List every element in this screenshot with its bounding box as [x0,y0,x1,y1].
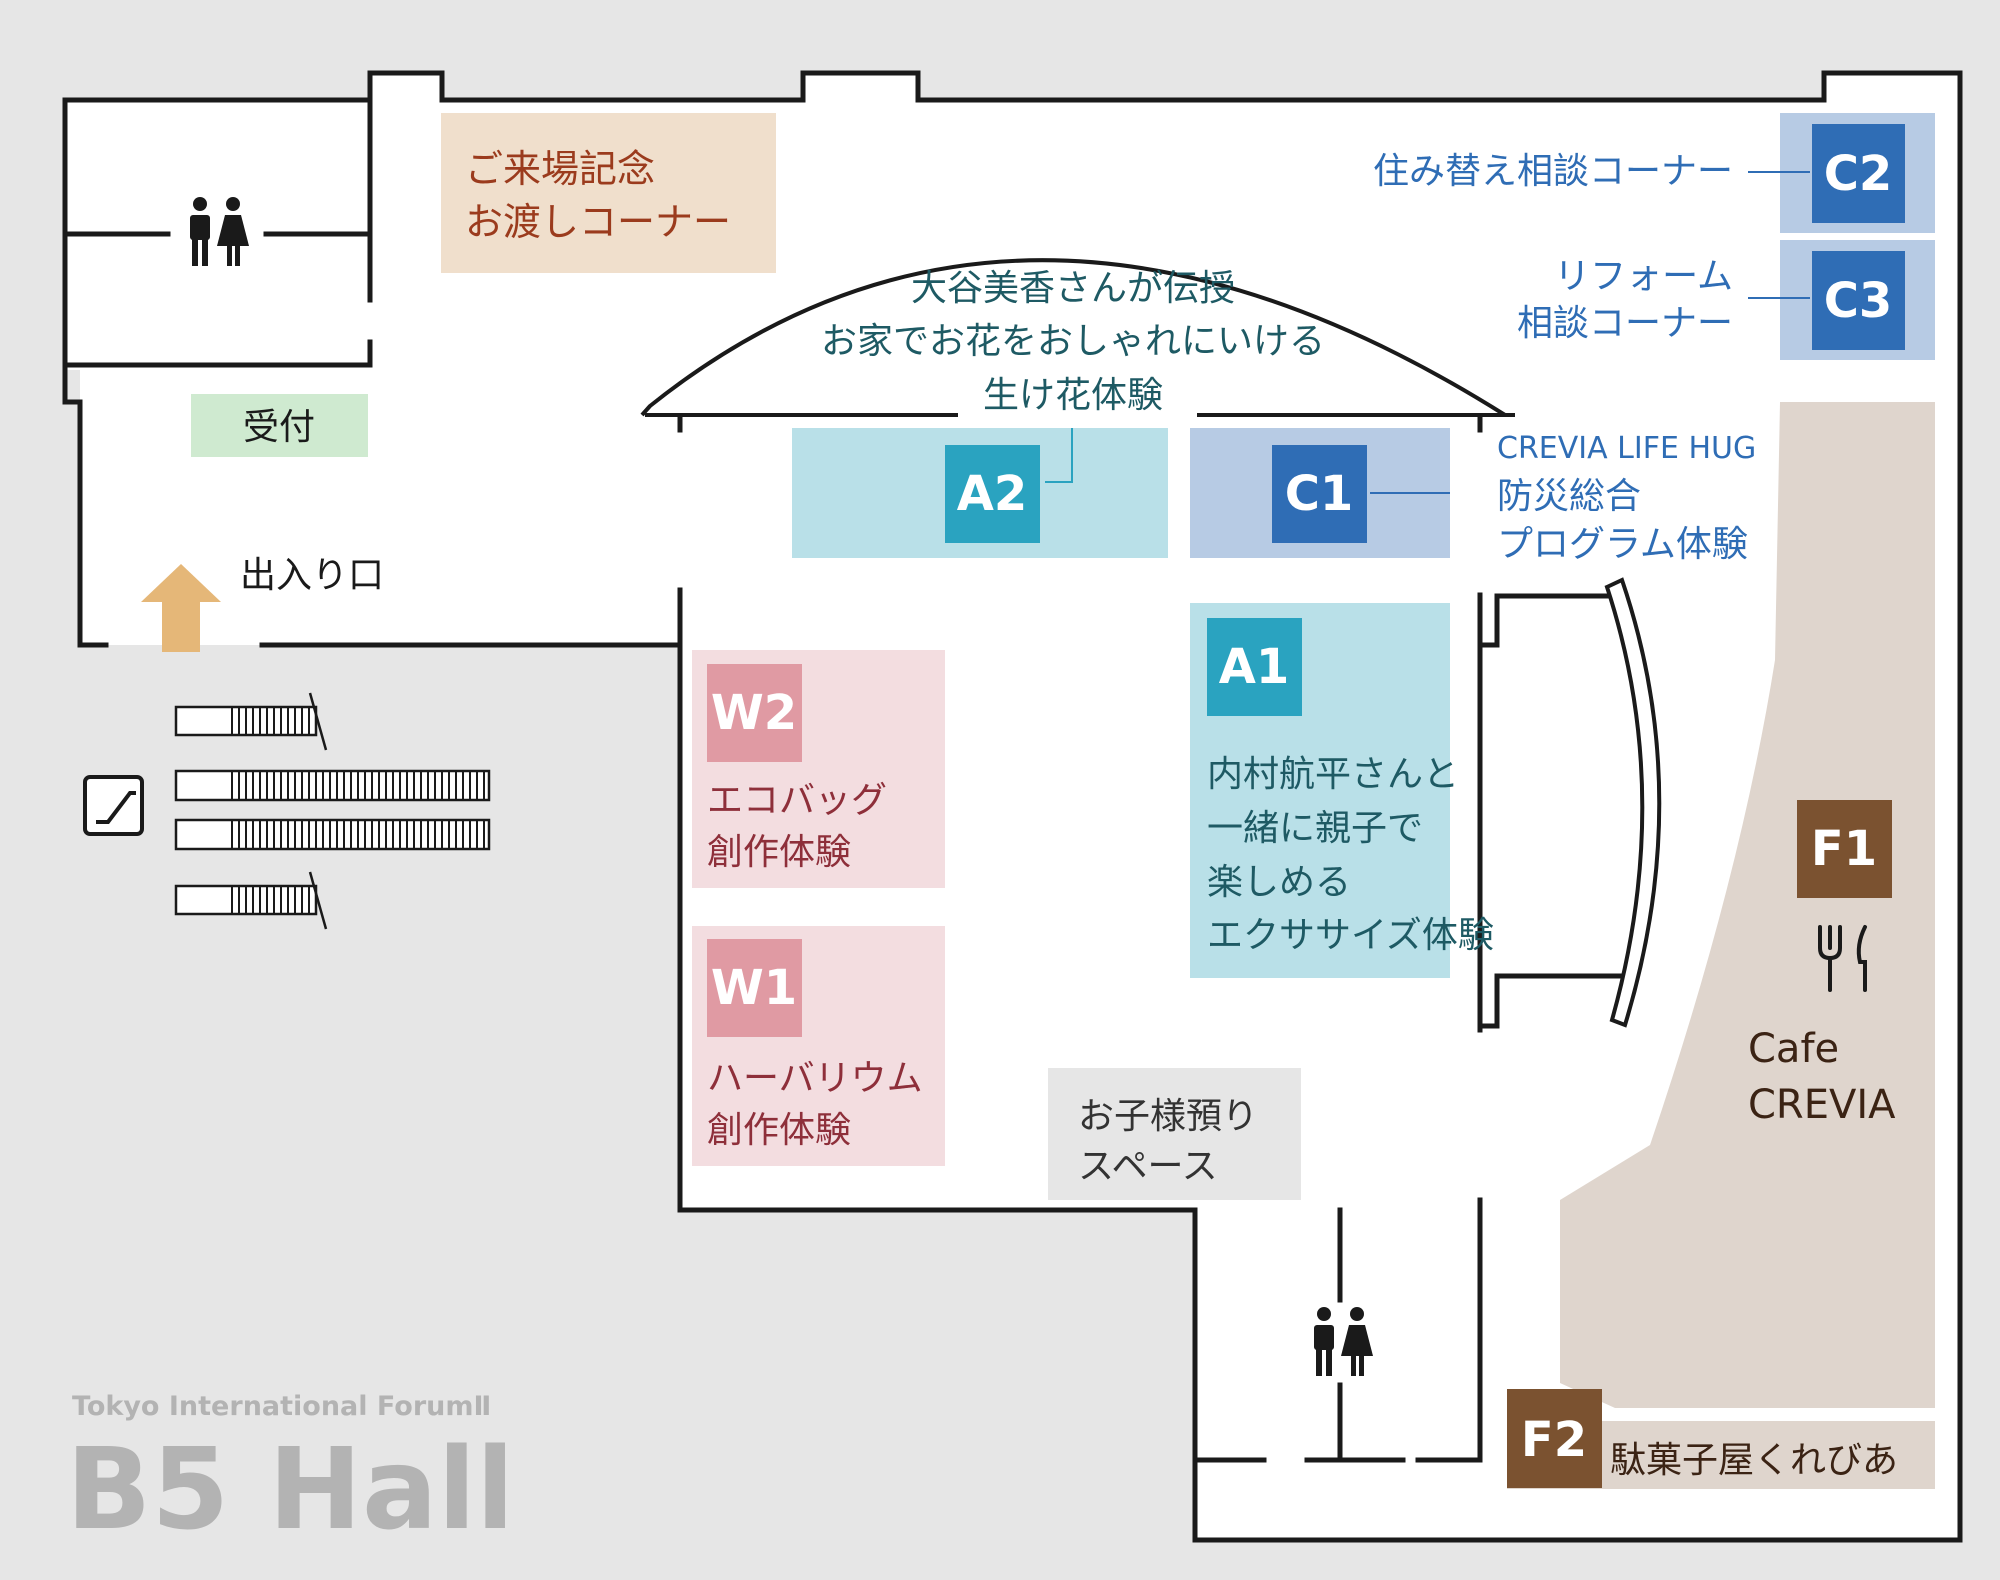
a2-label-1: 大谷美香さんが伝授 [911,268,1235,309]
souvenir-zone [441,113,776,273]
badge-c1 [1272,445,1367,543]
f1-label-1: Cafe [1748,1026,1839,1072]
zone-kids[interactable] [1048,1068,1301,1200]
floor-area [65,73,1960,1540]
w2-label-1: エコバッグ [707,780,887,821]
badge-f2 [1507,1389,1602,1488]
curved-wall [1604,577,1662,1028]
c2-label: 住み替え相談コーナー [1373,151,1733,192]
c3-label-2: 相談コーナー [1517,303,1733,344]
kids-label-1: お子様預り [1078,1096,1258,1137]
dome-stage [640,258,1515,417]
badge-a2 [945,445,1040,543]
badge-f1-code: F1 [1811,821,1877,877]
kids-label-2: スペース [1078,1146,1218,1187]
badge-a2-code: A2 [957,466,1028,522]
badge-c2 [1812,124,1905,223]
entrance-arrow-icon [141,564,221,652]
venue-subtitle: Tokyo International ForumⅡ [72,1391,491,1422]
leader-lines [1045,171,1810,494]
venue-title: B5 Hall [66,1425,514,1555]
entrance-label: 出入り口 [240,555,384,596]
f1-label-2: CREVIA [1748,1082,1896,1128]
a1-label-4: エクササイズ体験 [1207,915,1494,956]
c1-label-2: 防災総合 [1497,476,1641,517]
restaurant-icon [1818,925,1867,992]
badge-c1-code: C1 [1285,466,1354,522]
badge-a1 [1207,618,1302,716]
f2-label: 駄菓子屋くれびあ [1610,1440,1898,1481]
badge-c3-code: C3 [1824,273,1893,329]
a1-label-3: 楽しめる [1207,862,1351,903]
a2-label-2: お家でお花をおしゃれにいける [821,321,1325,362]
w2-label-2: 創作体験 [707,832,851,873]
a2-label-3: 生け花体験 [983,375,1163,416]
w1-label-1: ハーバリウム [707,1058,923,1099]
c1-label-3: プログラム体験 [1497,524,1748,565]
souvenir-label-1: ご来場記念 [465,147,655,191]
escalator-icon [83,775,144,836]
zone-f1-cafe[interactable] [1560,402,1935,1408]
restroom-icon [190,197,249,266]
badge-w1-code: W1 [711,960,797,1016]
badge-f1 [1797,800,1892,898]
c3-label-1: リフォーム [1554,256,1733,297]
walls [62,70,1963,1543]
reception-zone [191,394,368,457]
badge-w1 [707,939,802,1037]
escalator-steps [231,707,485,914]
restroom-icon-2 [1314,1307,1373,1376]
a1-label-2: 一緒に親子で [1207,808,1423,849]
reception-label: 受付 [243,407,315,448]
w1-label-2: 創作体験 [707,1110,851,1151]
souvenir-label-2: お渡しコーナー [465,200,731,244]
badge-a1-code: A1 [1219,639,1290,695]
escalators [174,692,491,930]
a1-label-1: 内村航平さんと [1207,754,1459,795]
badge-c2-code: C2 [1824,146,1893,202]
escalator-3 [174,818,491,851]
c1-label-1: CREVIA LIFE HUG [1497,431,1756,466]
badge-f2-code: F2 [1521,1412,1587,1468]
badge-w2 [707,664,802,762]
escalator-2 [174,769,491,802]
badge-w2-code: W2 [711,685,797,741]
badge-c3 [1812,251,1905,350]
